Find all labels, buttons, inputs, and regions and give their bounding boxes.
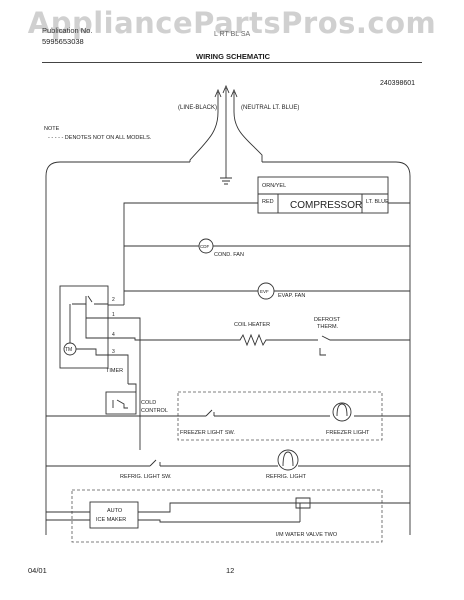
page-title: WIRING SCHEMATIC bbox=[196, 52, 271, 61]
water-valve-label: I/M WATER VALVE TWO bbox=[276, 532, 338, 538]
timer-box bbox=[59, 285, 109, 369]
compressor-box bbox=[257, 176, 389, 214]
publication-number-label: Publication No. bbox=[42, 26, 93, 35]
timer-motor-label: TM bbox=[65, 347, 72, 353]
neutral-bus bbox=[262, 161, 411, 535]
refrig-light-switch-icon bbox=[149, 459, 161, 467]
cold-control-box bbox=[105, 391, 137, 415]
timer-terminal-4: 4 bbox=[112, 332, 115, 338]
refrig-light-label: REFRIG. LIGHT bbox=[266, 474, 307, 480]
coil-heater-label: COIL HEATER bbox=[234, 322, 270, 328]
line-bus bbox=[45, 161, 190, 535]
refrig-light-sw-label: REFRIG. LIGHT SW. bbox=[120, 474, 172, 480]
timer-label: TIMER bbox=[106, 368, 123, 374]
defrost-therm-label-1: DEFROST bbox=[314, 317, 341, 323]
timer-terminal-2: 2 bbox=[112, 297, 115, 303]
timer-terminal-1: 1 bbox=[112, 312, 115, 318]
svg-text:CDF: CDF bbox=[200, 244, 209, 249]
cold-control-label-1: COLD bbox=[141, 400, 156, 406]
note-text: - - - - - DENOTES NOT ON ALL MODELS. bbox=[48, 135, 152, 141]
part-number: 5995653038 bbox=[42, 37, 84, 46]
compressor-label: COMPRESSOR bbox=[290, 200, 362, 211]
water-valve-icon bbox=[290, 497, 311, 509]
neutral-wire-label: (NEUTRAL LT. BLUE) bbox=[241, 105, 299, 111]
document-id: 240398601 bbox=[380, 80, 416, 87]
ice-maker-box bbox=[89, 501, 139, 529]
compressor-wire-orn: ORN/YEL bbox=[262, 183, 286, 189]
footer-date: 04/01 bbox=[28, 566, 47, 575]
cond-fan-label: COND. FAN bbox=[214, 252, 244, 258]
line-wire-label: (LINE-BLACK) bbox=[178, 105, 217, 111]
header-rule bbox=[42, 62, 422, 63]
power-cord bbox=[189, 84, 263, 185]
svg-text:EVF: EVF bbox=[260, 289, 269, 294]
freezer-light-sw-label: FREEZER LIGHT SW. bbox=[180, 430, 235, 436]
defrost-therm-icon bbox=[312, 335, 352, 356]
ice-maker-label-1: AUTO bbox=[107, 508, 123, 514]
model-number: L RT BL SA bbox=[214, 31, 251, 38]
evap-fan-label: EVAP. FAN bbox=[278, 293, 305, 299]
watermark-logo: AppliancePartsPros.com bbox=[27, 6, 437, 40]
timer-switch bbox=[72, 295, 108, 305]
coil-heater-icon bbox=[232, 333, 312, 347]
compressor-wire-red: RED bbox=[262, 199, 274, 205]
ice-maker-label-2: ICE MAKER bbox=[96, 517, 126, 523]
defrost-therm-label-2: THERM. bbox=[317, 324, 339, 330]
footer-page-number: 12 bbox=[226, 566, 235, 575]
freezer-light-label: FREEZER LIGHT bbox=[326, 430, 370, 436]
note-label: NOTE bbox=[44, 126, 60, 132]
freezer-light-icon bbox=[332, 402, 352, 422]
refrig-light-icon bbox=[277, 449, 299, 471]
cold-control-label-2: CONTROL bbox=[141, 408, 168, 414]
ice-maker-optional-box bbox=[71, 489, 383, 543]
timer-terminal-3: 3 bbox=[112, 349, 115, 355]
compressor-wire-blue: LT. BLUE bbox=[366, 199, 389, 205]
freezer-light-switch-icon bbox=[205, 409, 215, 417]
